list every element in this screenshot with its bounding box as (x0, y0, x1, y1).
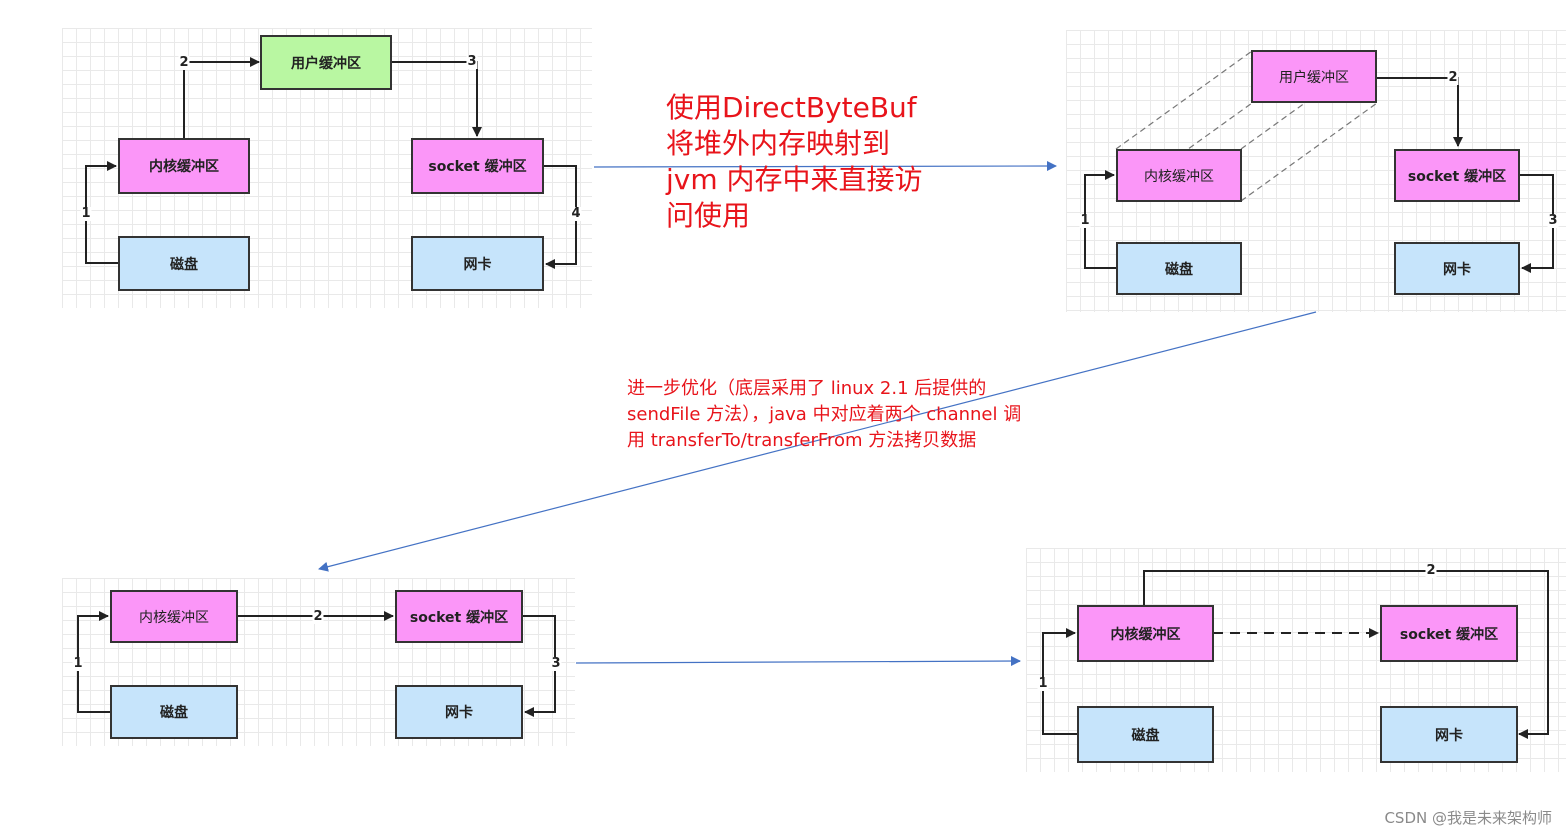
disk-box: 磁盘 (1077, 706, 1214, 763)
step-label: 4 (570, 206, 582, 221)
step-label: 1 (72, 656, 84, 671)
user-buffer-box: 用户缓冲区 (1251, 50, 1377, 103)
kernel-buffer-box: 内核缓冲区 (1116, 149, 1242, 202)
socket-buffer-box: socket 缓冲区 (395, 590, 523, 643)
socket-buffer-box: socket 缓冲区 (1380, 605, 1518, 662)
user-buffer-box: 用户缓冲区 (260, 35, 392, 90)
step-label: 2 (312, 609, 324, 624)
step-label: 3 (550, 656, 562, 671)
nic-box: 网卡 (1380, 706, 1518, 763)
step-label: 2 (1425, 563, 1437, 578)
direct-buffer-annotation: 使用DirectByteBuf 将堆外内存映射到 jvm 内存中来直接访 问使用 (666, 91, 923, 232)
nic-box: 网卡 (395, 685, 523, 739)
watermark: CSDN @我是未来架构师 (1384, 809, 1552, 827)
nic-box: 网卡 (411, 236, 544, 291)
step-label: 2 (1447, 70, 1459, 85)
step-label: 2 (178, 55, 190, 70)
socket-buffer-box: socket 缓冲区 (1394, 149, 1520, 202)
socket-buffer-box: socket 缓冲区 (411, 138, 544, 194)
nic-box: 网卡 (1394, 242, 1520, 295)
step-label: 3 (1547, 213, 1559, 228)
step-label: 3 (466, 54, 478, 69)
step-label: 1 (80, 206, 92, 221)
kernel-buffer-box: 内核缓冲区 (110, 590, 238, 643)
disk-box: 磁盘 (110, 685, 238, 739)
kernel-buffer-box: 内核缓冲区 (1077, 605, 1214, 662)
step-label: 1 (1079, 213, 1091, 228)
disk-box: 磁盘 (1116, 242, 1242, 295)
kernel-buffer-box: 内核缓冲区 (118, 138, 250, 194)
step-label: 1 (1037, 676, 1049, 691)
sendfile-annotation: 进一步优化（底层采用了 linux 2.1 后提供的 sendFile 方法），… (627, 378, 1022, 451)
disk-box: 磁盘 (118, 236, 250, 291)
